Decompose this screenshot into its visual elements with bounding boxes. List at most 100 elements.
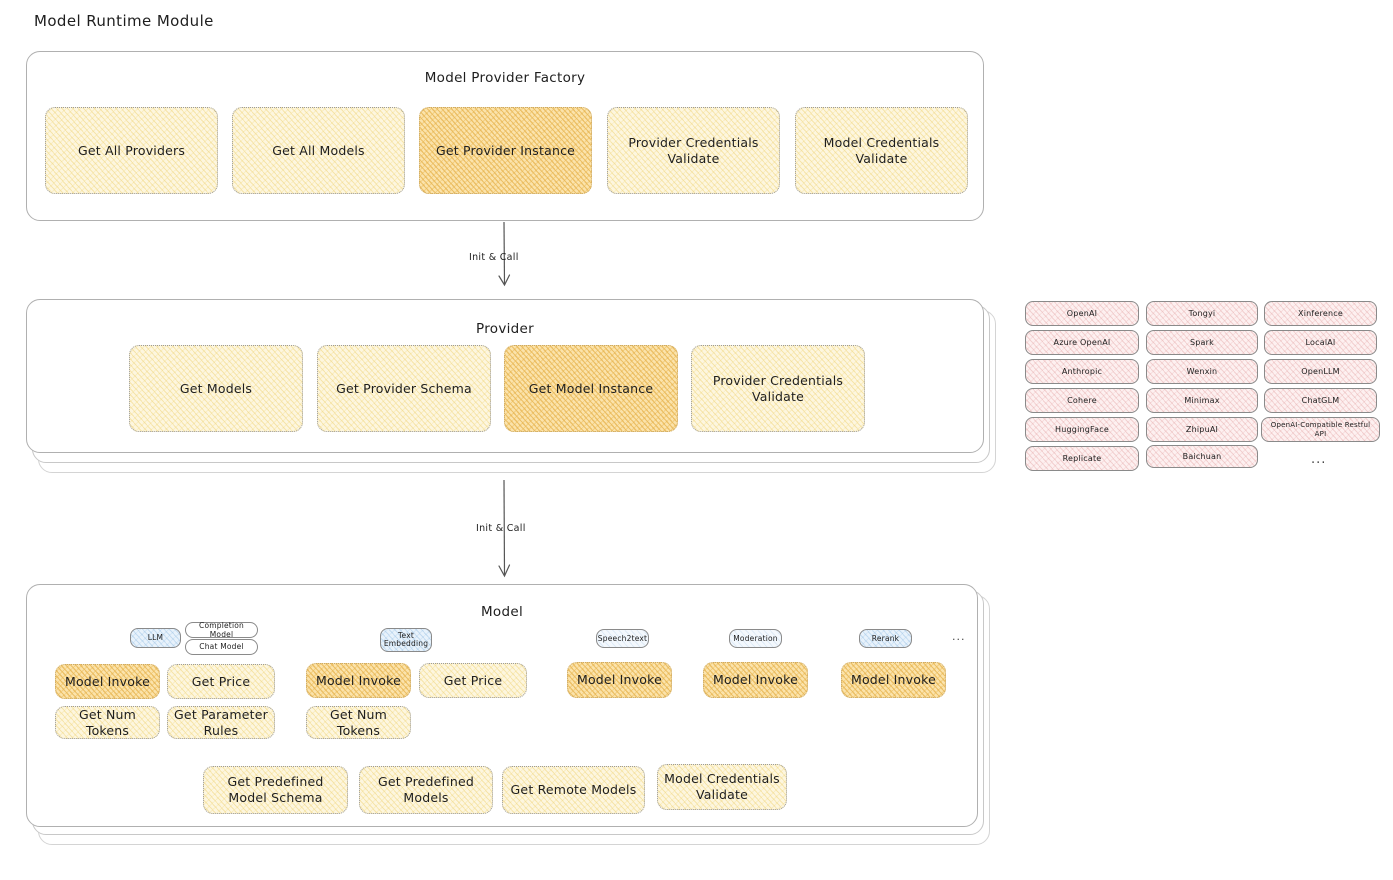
chip-label: HuggingFace [1055, 424, 1109, 434]
chip-label: Tongyi [1188, 308, 1216, 318]
node-get-model-instance[interactable]: Get Model Instance [504, 345, 678, 432]
node-llm-get-price[interactable]: Get Price [167, 664, 275, 699]
arrow-1-label: Init & Call [469, 252, 519, 263]
provider-list-ellipsis: ... [1311, 452, 1327, 467]
node-label: Get Remote Models [510, 782, 637, 798]
node-get-all-providers[interactable]: Get All Providers [45, 107, 218, 194]
arrow-factory-to-provider [498, 222, 511, 287]
node-get-models[interactable]: Get Models [129, 345, 303, 432]
chip-label: Wenxin [1186, 366, 1218, 376]
node-moderation-model-invoke[interactable]: Model Invoke [703, 662, 808, 698]
chip-label: Replicate [1062, 453, 1102, 463]
model-type-badge-rerank[interactable]: Rerank [859, 629, 912, 648]
node-provider-credentials-validate[interactable]: Provider Credentials Validate [607, 107, 780, 194]
node-label: Get Price [443, 672, 503, 688]
provider-chip-spark[interactable]: Spark [1146, 330, 1258, 355]
chip-label: Baichuan [1182, 451, 1222, 461]
node-label: Get All Models [272, 142, 365, 158]
node-label: Get Price [191, 673, 251, 689]
node-llm-model-invoke[interactable]: Model Invoke [55, 664, 160, 699]
chip-label: ChatGLM [1301, 395, 1340, 405]
node-label: Model Invoke [850, 672, 937, 688]
badge-label: Text Embedding [383, 631, 429, 648]
node-label: Get Num Tokens [329, 706, 388, 738]
badge-label: Speech2text [597, 633, 648, 643]
model-subtype-completion-model[interactable]: Completion Model [185, 620, 258, 639]
node-label: Get Provider Schema [336, 380, 472, 396]
node-provider-credentials-validate-2[interactable]: Provider Credentials Validate [691, 345, 865, 432]
node-get-remote-models[interactable]: Get Remote Models [502, 766, 645, 814]
node-label: Get Predefined Models [378, 774, 474, 805]
provider-chip-chatglm[interactable]: ChatGLM [1264, 388, 1377, 413]
node-label: Provider Credentials Validate [712, 372, 844, 404]
node-text-embedding-get-price[interactable]: Get Price [419, 663, 527, 698]
provider-chip-localai[interactable]: LocalAI [1264, 330, 1377, 355]
model-type-badge-moderation[interactable]: Moderation [729, 629, 782, 648]
chip-label: OpenAI-Compatible Restful API [1270, 420, 1371, 438]
badge-label: Rerank [871, 633, 900, 643]
node-label: Model Credentials Validate [664, 771, 780, 802]
node-label: Model Credentials Validate [823, 134, 940, 166]
chip-label: Cohere [1067, 395, 1097, 405]
provider-chip-huggingface[interactable]: HuggingFace [1025, 417, 1139, 442]
chip-label: OpenAI [1066, 308, 1098, 318]
provider-chip-tongyi[interactable]: Tongyi [1146, 301, 1258, 326]
node-label: Model Invoke [315, 672, 402, 688]
model-type-badge-text-embedding[interactable]: Text Embedding [380, 628, 432, 652]
node-speech2text-model-invoke[interactable]: Model Invoke [567, 662, 672, 698]
model-subtype-chat-model[interactable]: Chat Model [185, 639, 258, 655]
node-rerank-model-invoke[interactable]: Model Invoke [841, 662, 946, 698]
node-label: Get Num Tokens [78, 706, 137, 738]
node-label: Get Predefined Model Schema [227, 774, 324, 805]
node-llm-get-num-tokens[interactable]: Get Num Tokens [55, 706, 160, 739]
model-provider-factory-label: Model Provider Factory [424, 70, 586, 86]
node-text-embedding-model-invoke[interactable]: Model Invoke [306, 663, 411, 698]
subtype-label: Chat Model [199, 642, 244, 652]
chip-label: Spark [1190, 337, 1214, 347]
provider-chip-openai[interactable]: OpenAI [1025, 301, 1139, 326]
node-get-provider-schema[interactable]: Get Provider Schema [317, 345, 491, 432]
provider-chip-cohere[interactable]: Cohere [1025, 388, 1139, 413]
node-label: Get Models [179, 380, 253, 396]
node-get-predefined-model-schema[interactable]: Get Predefined Model Schema [203, 766, 348, 814]
node-model-credentials-validate[interactable]: Model Credentials Validate [795, 107, 968, 194]
provider-chip-openai-compatible-restful-api[interactable]: OpenAI-Compatible Restful API [1261, 417, 1380, 442]
node-label: Get All Providers [77, 142, 186, 158]
node-label: Model Invoke [576, 672, 663, 688]
node-get-provider-instance[interactable]: Get Provider Instance [419, 107, 592, 194]
node-model-credentials-validate-2[interactable]: Model Credentials Validate [657, 764, 787, 810]
arrow-2-label: Init & Call [476, 523, 526, 534]
node-label: Get Parameter Rules [174, 706, 268, 738]
node-label: Get Model Instance [528, 380, 654, 396]
model-types-ellipsis: ... [952, 630, 966, 643]
node-label: Get Provider Instance [435, 142, 576, 158]
node-label: Model Invoke [712, 672, 799, 688]
chip-label: ZhipuAI [1185, 424, 1219, 434]
model-type-badge-speech2text[interactable]: Speech2text [596, 629, 649, 648]
node-get-predefined-models[interactable]: Get Predefined Models [359, 766, 493, 814]
provider-chip-baichuan[interactable]: Baichuan [1146, 445, 1258, 468]
provider-chip-zhipuai[interactable]: ZhipuAI [1146, 417, 1258, 442]
node-llm-get-parameter-rules[interactable]: Get Parameter Rules [167, 706, 275, 739]
chip-label: Azure OpenAI [1053, 337, 1111, 347]
page-title: Model Runtime Module [34, 12, 214, 30]
provider-chip-wenxin[interactable]: Wenxin [1146, 359, 1258, 384]
provider-chip-xinference[interactable]: Xinference [1264, 301, 1377, 326]
node-label: Model Invoke [64, 673, 151, 689]
provider-chip-openllm[interactable]: OpenLLM [1264, 359, 1377, 384]
chip-label: Xinference [1298, 308, 1343, 318]
node-text-embedding-get-num-tokens[interactable]: Get Num Tokens [306, 706, 411, 739]
model-type-badge-llm[interactable]: LLM [130, 628, 181, 648]
provider-chip-azure-openai[interactable]: Azure OpenAI [1025, 330, 1139, 355]
node-label: Provider Credentials Validate [628, 134, 759, 166]
chip-label: LocalAI [1305, 337, 1336, 347]
badge-label: LLM [147, 633, 164, 643]
provider-chip-replicate[interactable]: Replicate [1025, 446, 1139, 471]
subtype-label: Completion Model [199, 620, 244, 639]
provider-chip-anthropic[interactable]: Anthropic [1025, 359, 1139, 384]
provider-chip-minimax[interactable]: Minimax [1146, 388, 1258, 413]
node-get-all-models[interactable]: Get All Models [232, 107, 405, 194]
chip-label: OpenLLM [1301, 366, 1340, 376]
chip-label: Anthropic [1061, 366, 1103, 376]
